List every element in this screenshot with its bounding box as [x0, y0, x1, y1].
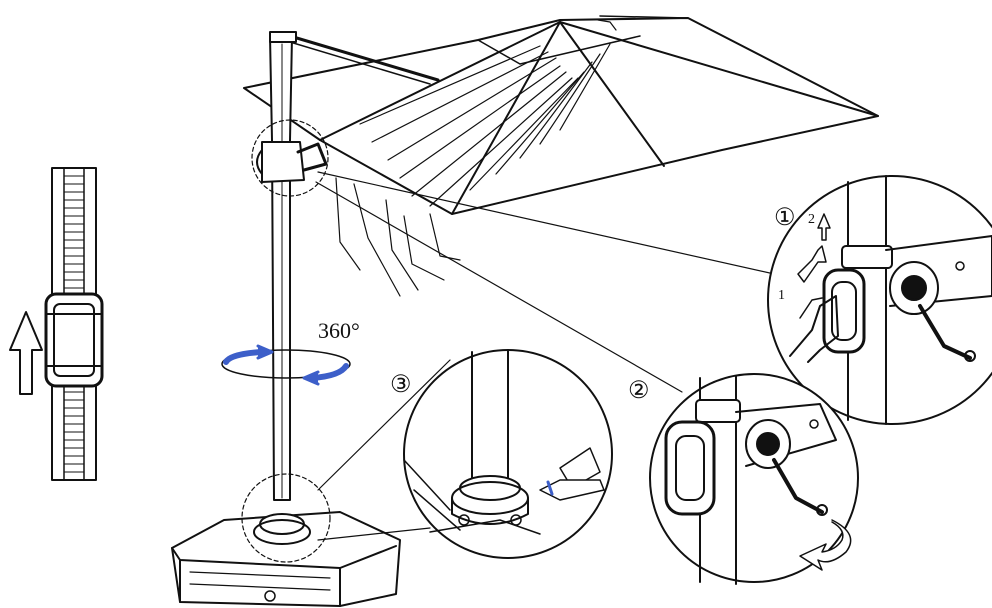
pole-slider-illustration: [44, 167, 104, 481]
callout-lines: [315, 171, 793, 541]
step-3-label: ③: [390, 372, 412, 398]
rotation-label: 360°: [318, 318, 360, 343]
push-arrow-icon: [797, 245, 827, 283]
zoom-circle-step3: [403, 349, 613, 559]
zoom-circle-step2: [649, 373, 859, 585]
curved-arrow-icon: [799, 519, 852, 571]
rotation-arrow-icon: [221, 344, 351, 386]
umbrella-base: [171, 473, 401, 607]
step-1-label: ①: [774, 205, 796, 231]
zoom-circle-crank: [251, 119, 329, 197]
up-arrow-icon: [9, 311, 43, 395]
umbrella-pole: [256, 31, 328, 501]
lift-arrow-icon: [817, 213, 831, 241]
small-label-1: 1: [778, 288, 785, 303]
umbrella-canopy: [243, 15, 879, 297]
small-label-2: 2: [808, 212, 815, 227]
step-2-label: ②: [628, 378, 650, 404]
